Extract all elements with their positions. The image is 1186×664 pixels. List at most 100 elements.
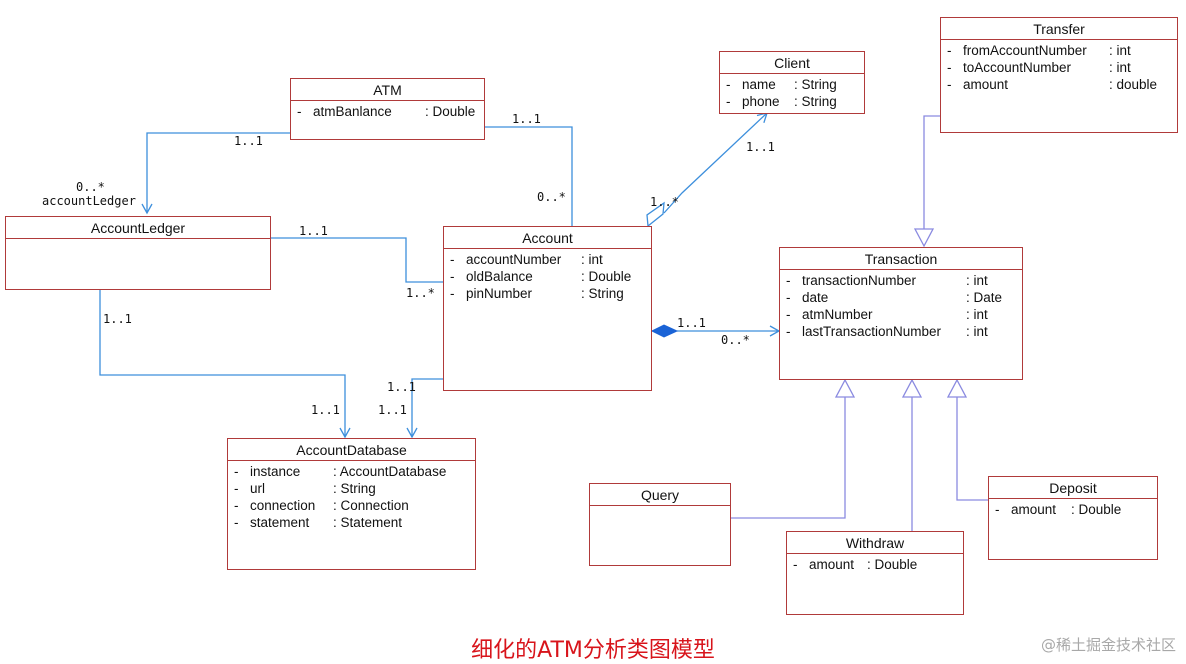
attribute-name: toAccountNumber bbox=[963, 60, 1072, 75]
multiplicity-label: 0..* bbox=[537, 190, 566, 204]
attribute-row: -statement: Statement bbox=[234, 515, 403, 530]
class-query[interactable]: Query bbox=[589, 483, 731, 566]
class-client-name: Client bbox=[720, 52, 864, 74]
attribute-row: -connection: Connection bbox=[234, 498, 409, 513]
attribute-row: -date: Date bbox=[786, 290, 1003, 305]
class-transfer-name: Transfer bbox=[941, 18, 1177, 40]
multiplicity-label: 1..1 bbox=[512, 112, 541, 126]
class-accountdatabase-attributes: -instance: AccountDatabase -url: String … bbox=[228, 461, 475, 531]
class-accountledger[interactable]: AccountLedger bbox=[5, 216, 271, 290]
attribute-type: : String bbox=[581, 286, 624, 301]
class-transaction-name: Transaction bbox=[780, 248, 1022, 270]
multiplicity-label: 1..1 bbox=[234, 134, 263, 148]
aggregation-account-client bbox=[663, 112, 768, 214]
assoc-atm-account bbox=[485, 126, 573, 226]
attribute-row: -atmBanlance: Double bbox=[297, 104, 476, 119]
multiplicity-label: 1..* bbox=[406, 286, 435, 300]
attribute-name: transactionNumber bbox=[802, 273, 917, 288]
class-transfer[interactable]: Transfer -fromAccountNumber: int -toAcco… bbox=[940, 17, 1178, 133]
attribute-row: -fromAccountNumber: int bbox=[947, 43, 1131, 58]
multiplicity-label: 1..1 bbox=[103, 312, 132, 326]
watermark: @稀土掘金技术社区 bbox=[1040, 636, 1176, 654]
assoc-ledger-database bbox=[99, 290, 351, 439]
class-account-attributes: -accountNumber: int -oldBalance: Double … bbox=[444, 249, 651, 302]
attribute-type: : int bbox=[966, 273, 988, 288]
class-transaction[interactable]: Transaction -transactionNumber: int -dat… bbox=[779, 247, 1023, 380]
attribute-type: : Date bbox=[966, 290, 1003, 305]
attribute-row: -atmNumber: int bbox=[786, 307, 988, 322]
class-client[interactable]: Client -name: String -phone: String bbox=[719, 51, 865, 114]
class-accountdatabase[interactable]: AccountDatabase -instance: AccountDataba… bbox=[227, 438, 476, 570]
class-withdraw[interactable]: Withdraw -amount: Double bbox=[786, 531, 964, 615]
multiplicity-label: 1..1 bbox=[378, 403, 407, 417]
attribute-type: : int bbox=[966, 324, 988, 339]
class-query-name: Query bbox=[590, 484, 730, 506]
attribute-name: atmNumber bbox=[802, 307, 873, 322]
attribute-row: -transactionNumber: int bbox=[786, 273, 988, 288]
attribute-type: : double bbox=[1109, 77, 1158, 92]
attribute-type: : int bbox=[1109, 60, 1131, 75]
attribute-row: -amount: double bbox=[947, 77, 1158, 92]
attribute-type: : int bbox=[1109, 43, 1131, 58]
class-atm[interactable]: ATM -atmBanlance: Double bbox=[290, 78, 485, 140]
attribute-type: : String bbox=[333, 481, 376, 496]
attribute-type: : Statement bbox=[333, 515, 403, 530]
class-withdraw-attributes: -amount: Double bbox=[787, 554, 963, 573]
class-atm-name: ATM bbox=[291, 79, 484, 101]
generalization-arrow-query bbox=[834, 378, 856, 398]
class-deposit-attributes: -amount: Double bbox=[989, 499, 1157, 518]
attribute-row: -phone: String bbox=[726, 94, 837, 109]
generalization-query bbox=[731, 397, 846, 519]
multiplicity-label: 1..1 bbox=[677, 316, 706, 330]
attribute-type: : AccountDatabase bbox=[333, 464, 447, 479]
attribute-name: lastTransactionNumber bbox=[802, 324, 942, 339]
composition-diamond bbox=[650, 324, 679, 338]
class-deposit-name: Deposit bbox=[989, 477, 1157, 499]
class-deposit[interactable]: Deposit -amount: Double bbox=[988, 476, 1158, 560]
generalization-deposit bbox=[956, 397, 988, 501]
assoc-ledger-account bbox=[271, 237, 443, 283]
attribute-row: -amount: Double bbox=[793, 557, 918, 572]
class-account-name: Account bbox=[444, 227, 651, 249]
attribute-name: pinNumber bbox=[466, 286, 533, 301]
assoc-atm-ledger bbox=[141, 132, 290, 215]
attribute-row: -lastTransactionNumber: int bbox=[786, 324, 988, 339]
attribute-name: statement bbox=[250, 515, 310, 530]
attribute-row: -instance: AccountDatabase bbox=[234, 464, 447, 479]
class-withdraw-name: Withdraw bbox=[787, 532, 963, 554]
attribute-row: -url: String bbox=[234, 481, 376, 496]
attribute-name: accountNumber bbox=[466, 252, 562, 267]
attribute-name: date bbox=[802, 290, 829, 305]
attribute-name: phone bbox=[742, 94, 780, 109]
attribute-type: : Double bbox=[581, 269, 632, 284]
attribute-name: atmBanlance bbox=[313, 104, 392, 119]
attribute-type: : String bbox=[794, 94, 837, 109]
attribute-name: connection bbox=[250, 498, 316, 513]
multiplicity-label: 1..1 bbox=[311, 403, 340, 417]
attribute-row: -name: String bbox=[726, 77, 837, 92]
class-account[interactable]: Account -accountNumber: int -oldBalance:… bbox=[443, 226, 652, 391]
attribute-type: : int bbox=[581, 252, 603, 267]
attribute-name: amount bbox=[963, 77, 1009, 92]
attribute-name: name bbox=[742, 77, 776, 92]
multiplicity-label: 0..* bbox=[721, 333, 750, 347]
attribute-row: -pinNumber: String bbox=[450, 286, 624, 301]
attribute-type: : Double bbox=[425, 104, 476, 119]
attribute-row: -accountNumber: int bbox=[450, 252, 603, 267]
multiplicity-label: 1..* bbox=[650, 195, 679, 209]
role-label: accountLedger bbox=[42, 194, 136, 208]
attribute-type: : Connection bbox=[333, 498, 409, 513]
class-transaction-attributes: -transactionNumber: int -date: Date -atm… bbox=[780, 270, 1022, 340]
attribute-type: : Double bbox=[1071, 502, 1122, 517]
generalization-transfer bbox=[923, 115, 940, 229]
aggregation-diamond bbox=[646, 201, 665, 228]
class-atm-attributes: -atmBanlance: Double bbox=[291, 101, 484, 120]
attribute-row: -toAccountNumber: int bbox=[947, 60, 1131, 75]
class-transfer-attributes: -fromAccountNumber: int -toAccountNumber… bbox=[941, 40, 1177, 93]
attribute-name: amount bbox=[809, 557, 855, 572]
generalization-arrow-deposit bbox=[946, 378, 968, 398]
multiplicity-label: 0..* bbox=[76, 180, 105, 194]
attribute-type: : Double bbox=[867, 557, 918, 572]
